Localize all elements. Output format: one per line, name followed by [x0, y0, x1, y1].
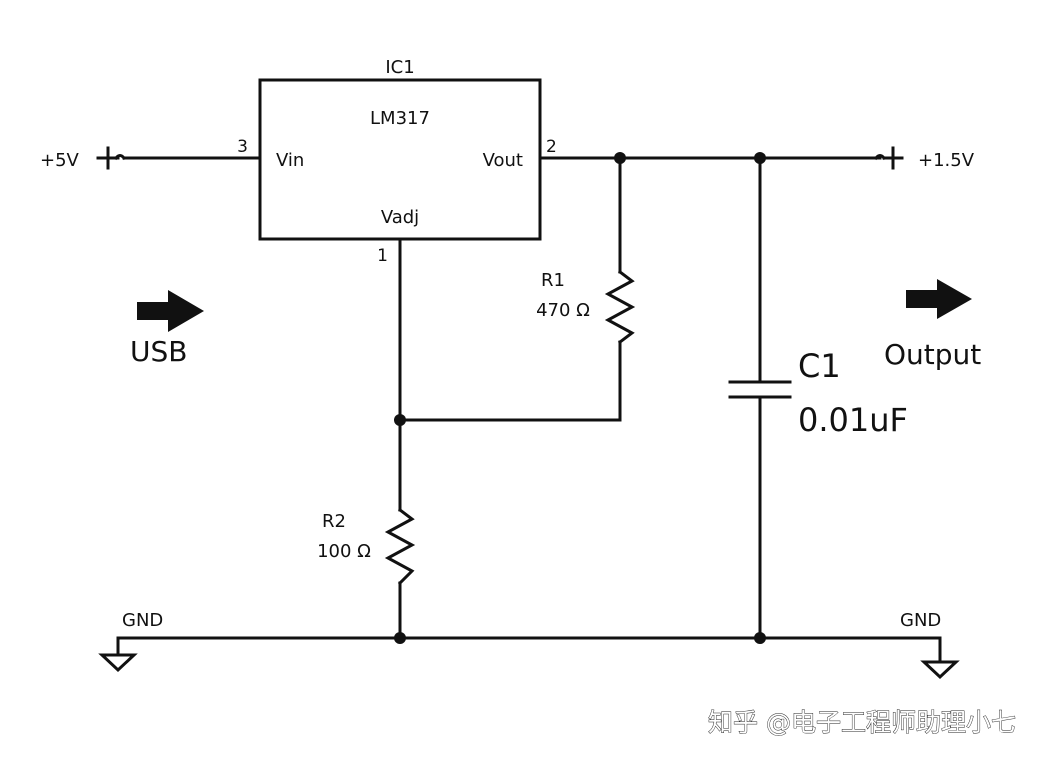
junction-vout-r1: [614, 152, 626, 164]
c1-value: 0.01uF: [798, 401, 908, 439]
r2-value: 100 Ω: [317, 541, 371, 562]
r1-resistor: [604, 269, 636, 345]
ic1-ref: IC1: [385, 57, 414, 78]
junction-gnd-c1: [754, 632, 766, 644]
junction-gnd-r2: [394, 632, 406, 644]
r1-value: 470 Ω: [536, 300, 590, 321]
r2-resistor: [384, 507, 416, 586]
gnd-left-label: GND: [122, 610, 163, 631]
gnd-right-label: GND: [900, 610, 941, 631]
junction-vout-c1: [754, 152, 766, 164]
output-voltage-label: +1.5V: [918, 150, 975, 171]
ic1-part: LM317: [370, 108, 430, 129]
input-voltage-label: +5V: [40, 150, 80, 171]
output-label: Output: [884, 338, 981, 371]
r1-ref: R1: [541, 270, 565, 291]
pin-vout-name: Vout: [483, 150, 523, 171]
usb-arrow-icon: [137, 290, 204, 332]
input-terminal: [96, 146, 127, 170]
ground-symbol-right: [920, 636, 960, 680]
pin-vin-name: Vin: [276, 150, 304, 171]
pin-vin-number: 3: [237, 137, 248, 157]
pin-vadj-number: 1: [377, 246, 388, 266]
watermark-text: 知乎 @电子工程师助理小七: [708, 708, 1016, 737]
ground-symbol-left: [98, 636, 138, 673]
c1-ref: C1: [798, 347, 841, 385]
output-arrow-icon: [906, 279, 972, 319]
usb-label: USB: [130, 335, 187, 368]
junction-adj-feedback: [394, 414, 406, 426]
pin-vadj-name: Vadj: [381, 207, 419, 228]
pin-vout-number: 2: [546, 137, 557, 157]
r2-ref: R2: [322, 511, 346, 532]
output-terminal: [873, 146, 904, 170]
